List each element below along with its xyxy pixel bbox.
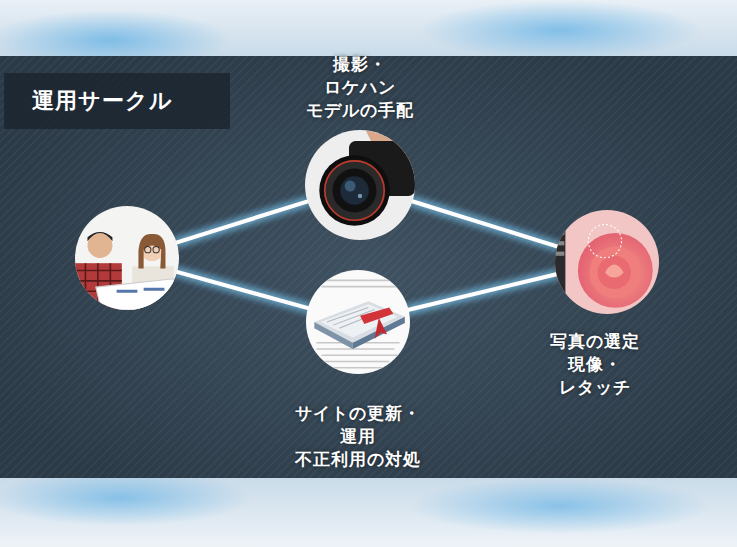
- people-circle: [75, 206, 179, 310]
- book-photo: [306, 270, 410, 374]
- node-label: 写真の選定 現像・レタッチ: [550, 330, 640, 399]
- step-label: 撮影・ロケハン モデルの手配: [306, 53, 414, 122]
- book-circle: サイトの更新・運用 不正利用の対処: [306, 270, 410, 374]
- step-label: サイトの更新・運用 不正利用の対処: [295, 402, 421, 471]
- node-label: サイトの更新・運用 不正利用の対処: [295, 402, 421, 471]
- camera-photo: [305, 130, 415, 240]
- node-label: 撮影・ロケハン モデルの手配: [306, 53, 414, 122]
- step-label: 写真の選定 現像・レタッチ: [550, 330, 640, 399]
- glow-connector: [175, 271, 310, 308]
- title-panel: 運用サークル: [4, 73, 230, 129]
- people-photo: [75, 206, 179, 310]
- glow-connector: [175, 201, 310, 243]
- bottom-band: [0, 478, 737, 547]
- top-band: [0, 0, 737, 56]
- rose-photo: [555, 210, 659, 314]
- diagram-title: 運用サークル: [32, 86, 173, 116]
- glow-connector: [411, 201, 560, 247]
- camera-circle: 撮影・ロケハン モデルの手配: [305, 130, 415, 240]
- rose-circle: 写真の選定 現像・レタッチ: [555, 210, 659, 314]
- glow-connector: [407, 274, 559, 311]
